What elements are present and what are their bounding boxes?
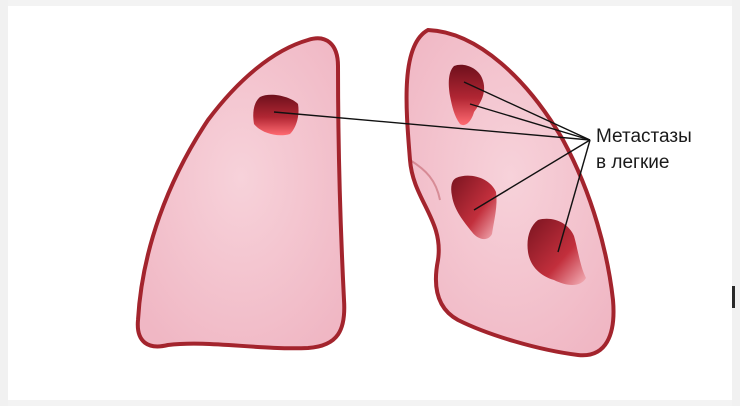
metastasis-label: Метастазы в легкие (596, 124, 692, 176)
lungs-diagram (8, 0, 740, 406)
label-line-2: в легкие (596, 150, 692, 176)
left-lung (138, 38, 345, 348)
metastasis-left-upper (253, 95, 298, 135)
cropped-edge-glyph (732, 286, 735, 308)
label-line-1: Метастазы (596, 124, 692, 150)
